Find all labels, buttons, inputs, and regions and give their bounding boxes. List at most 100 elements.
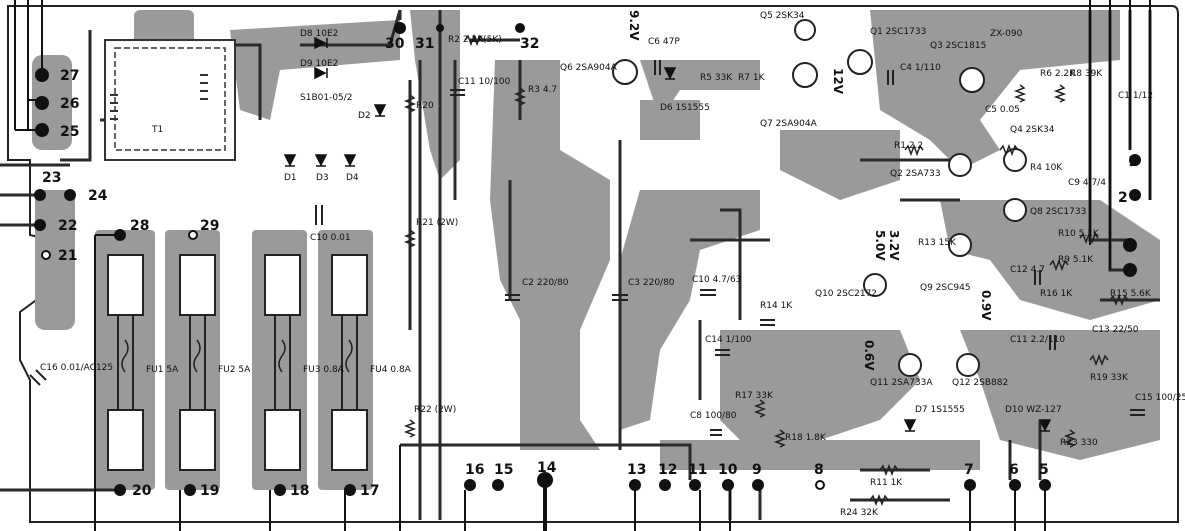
label-r19: R19 33K bbox=[1090, 373, 1129, 383]
label-c11b: C11 2.2/110 bbox=[1010, 335, 1065, 345]
label-fu1: FU1 5A bbox=[146, 365, 179, 375]
transistor-outlines bbox=[612, 19, 1027, 377]
label-zx: ZX-090 bbox=[990, 29, 1023, 39]
terminal-18: 18 bbox=[290, 483, 309, 499]
label-fu4: FU4 0.8A bbox=[370, 365, 412, 375]
terminal-9: 9 bbox=[752, 462, 762, 478]
diode-symbols bbox=[283, 36, 1052, 432]
terminal-17: 17 bbox=[360, 483, 379, 499]
resistor-symbols bbox=[403, 33, 1129, 507]
terminal-7: 7 bbox=[964, 462, 974, 478]
label-d1: D1 bbox=[284, 173, 297, 183]
label-r4: R4 10K bbox=[1030, 163, 1063, 173]
label-q2: Q2 2SA733 bbox=[890, 169, 941, 179]
voltage-0v9: 0.9V bbox=[979, 290, 993, 321]
terminal-16: 16 bbox=[465, 462, 484, 478]
label-r7: R7 1K bbox=[738, 73, 766, 83]
label-r21: R21 (2W) bbox=[416, 218, 458, 228]
label-q7: Q7 2SA904A bbox=[760, 119, 818, 129]
label-r10: R10 5.1K bbox=[1058, 229, 1100, 239]
label-r22: R22 (2W) bbox=[414, 405, 456, 415]
label-r13: R13 15K bbox=[918, 238, 957, 248]
terminal-31: 31 bbox=[415, 36, 434, 52]
label-r18: R18 1.8K bbox=[785, 433, 827, 443]
label-fu3: FU3 0.8A bbox=[303, 365, 345, 375]
label-c2: C2 220/80 bbox=[522, 278, 569, 288]
label-d10: D10 WZ-127 bbox=[1005, 405, 1062, 415]
label-d3: D3 bbox=[316, 173, 329, 183]
label-r20: R20 bbox=[416, 101, 434, 111]
label-q10: Q10 2SC2172 bbox=[815, 289, 877, 299]
terminal-14: 14 bbox=[537, 460, 557, 476]
label-c14: C14 1/100 bbox=[705, 335, 752, 345]
transformer-t1 bbox=[104, 39, 236, 161]
terminal-12: 12 bbox=[658, 462, 677, 478]
label-r1: R1 2.2 bbox=[894, 141, 923, 151]
open-pads bbox=[41, 230, 825, 490]
label-r11: R11 1K bbox=[870, 478, 903, 488]
voltage-5v: 5.0V bbox=[873, 230, 887, 261]
terminal-pads bbox=[34, 22, 1141, 496]
label-c4: C4 1/110 bbox=[900, 63, 941, 73]
label-q3: Q3 2SC1815 bbox=[930, 41, 986, 51]
terminal-21: 21 bbox=[58, 248, 77, 264]
terminal-19: 19 bbox=[200, 483, 219, 499]
voltage-9v2: 9.2V bbox=[627, 10, 641, 41]
voltage-3v2: 3.2V bbox=[887, 230, 901, 261]
fuse-holders bbox=[107, 254, 368, 471]
component-labels: T1 D8 10E2 D9 10E2 S1B01-05/2 D2 D1 D3 D… bbox=[40, 11, 1185, 518]
board-outline bbox=[7, 5, 1179, 523]
label-r16: R16 1K bbox=[1040, 289, 1073, 299]
capacitor-symbols bbox=[29, 60, 1145, 436]
label-r23: R23 330 bbox=[1060, 438, 1098, 448]
label-d8: D8 10E2 bbox=[300, 29, 338, 39]
terminal-10: 10 bbox=[718, 462, 738, 478]
terminal-29: 29 bbox=[200, 218, 219, 234]
terminal-8: 8 bbox=[814, 462, 824, 478]
label-c12: C12 4.7 bbox=[1010, 265, 1045, 275]
terminal-labels: 27 26 25 23 24 22 21 28 29 20 19 18 17 1… bbox=[42, 36, 1138, 499]
label-r2: R2 2.2K(5K) bbox=[448, 35, 502, 45]
terminal-24: 24 bbox=[88, 188, 108, 204]
terminal-27: 27 bbox=[60, 68, 79, 84]
voltage-0v6: 0.6V bbox=[862, 340, 876, 371]
label-q8: Q8 2SC1733 bbox=[1030, 207, 1086, 217]
terminal-15: 15 bbox=[494, 462, 513, 478]
label-q12: Q12 2SB882 bbox=[952, 378, 1008, 388]
label-c5: C5 0.05 bbox=[985, 105, 1020, 115]
label-d2: D2 bbox=[358, 111, 371, 121]
label-d6: D6 1S1555 bbox=[660, 103, 710, 113]
label-r14: R14 1K bbox=[760, 301, 793, 311]
label-d4: D4 bbox=[346, 173, 359, 183]
label-q6: Q6 2SA904A bbox=[560, 63, 618, 73]
label-t1: T1 bbox=[151, 125, 163, 135]
label-r24: R24 32K bbox=[840, 508, 879, 518]
label-q5: Q5 2SK34 bbox=[760, 11, 805, 21]
label-q11: Q11 2SA733A bbox=[870, 378, 933, 388]
terminal-22: 22 bbox=[58, 218, 77, 234]
terminal-5: 5 bbox=[1039, 462, 1049, 478]
label-d9: D9 10E2 bbox=[300, 59, 338, 69]
label-c15: C15 100/25 bbox=[1135, 393, 1185, 403]
terminal-26: 26 bbox=[60, 96, 79, 112]
terminal-23: 23 bbox=[42, 170, 61, 186]
terminal-28: 28 bbox=[130, 218, 149, 234]
terminal-32: 32 bbox=[520, 36, 539, 52]
label-q4: Q4 2SK34 bbox=[1010, 125, 1055, 135]
label-c13: C13 22/50 bbox=[1092, 325, 1139, 335]
terminal-13: 13 bbox=[627, 462, 646, 478]
label-c10: C10 0.01 bbox=[310, 233, 351, 243]
label-r8: R8 39K bbox=[1070, 69, 1103, 79]
label-fu2: FU2 5A bbox=[218, 365, 251, 375]
traces bbox=[0, 9, 1160, 520]
terminal-25: 25 bbox=[60, 124, 79, 140]
terminal-6: 6 bbox=[1009, 462, 1019, 478]
label-s1b01: S1B01-05/2 bbox=[300, 93, 353, 103]
label-c9: C9 4.7/4 bbox=[1068, 178, 1106, 188]
terminal-11: 11 bbox=[688, 462, 707, 478]
external-leads bbox=[14, 0, 1151, 531]
label-c1: C1 1/12 bbox=[1118, 91, 1153, 101]
label-q9: Q9 2SC945 bbox=[920, 283, 971, 293]
label-r6: R6 2.2K bbox=[1040, 69, 1076, 79]
label-c8: C8 100/80 bbox=[690, 411, 737, 421]
